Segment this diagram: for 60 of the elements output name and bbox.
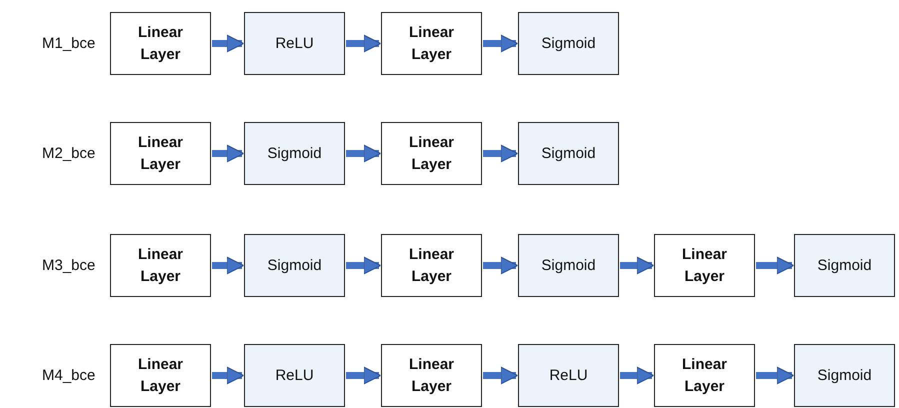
arrow [483, 34, 518, 52]
arrow [483, 256, 518, 274]
arrow [346, 366, 382, 384]
layer-name: Linear Layer [136, 244, 184, 286]
layer-name: Linear Layer [136, 354, 184, 396]
layer-box [794, 234, 895, 297]
arrow [620, 366, 654, 384]
layer-name: Sigmoid [267, 256, 322, 276]
layer-box [381, 12, 482, 75]
row-label: M3_bce [42, 256, 96, 274]
layer-box [381, 344, 482, 407]
layer-box [244, 122, 345, 185]
layer-name: Linear Layer [408, 22, 455, 64]
layer-name: Linear Layer [408, 244, 455, 286]
arrow [212, 256, 244, 274]
arrow [620, 256, 654, 274]
layer-name: Sigmoid [817, 366, 872, 386]
layer-name: Linear Layer [408, 132, 455, 174]
row-label: M2_bce [42, 144, 96, 162]
layer-name: ReLU [275, 366, 314, 386]
layer-box [244, 12, 345, 75]
arrow [346, 34, 382, 52]
layer-box [110, 12, 211, 75]
arrow [346, 256, 382, 274]
layer-name: Sigmoid [817, 256, 872, 276]
arrow [756, 256, 794, 274]
layer-name: Linear Layer [136, 22, 184, 64]
layer-name: Linear Layer [408, 354, 455, 396]
layer-name: ReLU [275, 34, 314, 54]
arrow [483, 366, 518, 384]
layer-box [654, 234, 755, 297]
layer-box [518, 12, 619, 75]
layer-name: Linear Layer [136, 132, 184, 174]
layer-name: ReLU [549, 366, 588, 386]
layer-box [110, 122, 211, 185]
layer-box [381, 234, 482, 297]
arrow [756, 366, 794, 384]
layer-name: Linear Layer [680, 354, 728, 396]
layer-box [244, 234, 345, 297]
layer-box [110, 344, 211, 407]
layer-box [381, 122, 482, 185]
arrow [346, 144, 382, 162]
row-label: M4_bce [42, 366, 96, 384]
layer-box [794, 344, 895, 407]
arrow [212, 144, 244, 162]
layer-name: Sigmoid [541, 34, 596, 54]
layer-name: Sigmoid [267, 144, 322, 164]
layer-box [518, 344, 619, 407]
layer-name: Sigmoid [541, 144, 596, 164]
layer-box [518, 234, 619, 297]
layer-box [654, 344, 755, 407]
layer-box [518, 122, 619, 185]
arrow [212, 34, 244, 52]
row-label: M1_bce [42, 34, 96, 52]
arrow [212, 366, 244, 384]
layer-name: Linear Layer [680, 244, 728, 286]
layer-name: Sigmoid [541, 256, 596, 276]
layer-box [110, 234, 211, 297]
arrow [483, 144, 518, 162]
layer-box [244, 344, 345, 407]
